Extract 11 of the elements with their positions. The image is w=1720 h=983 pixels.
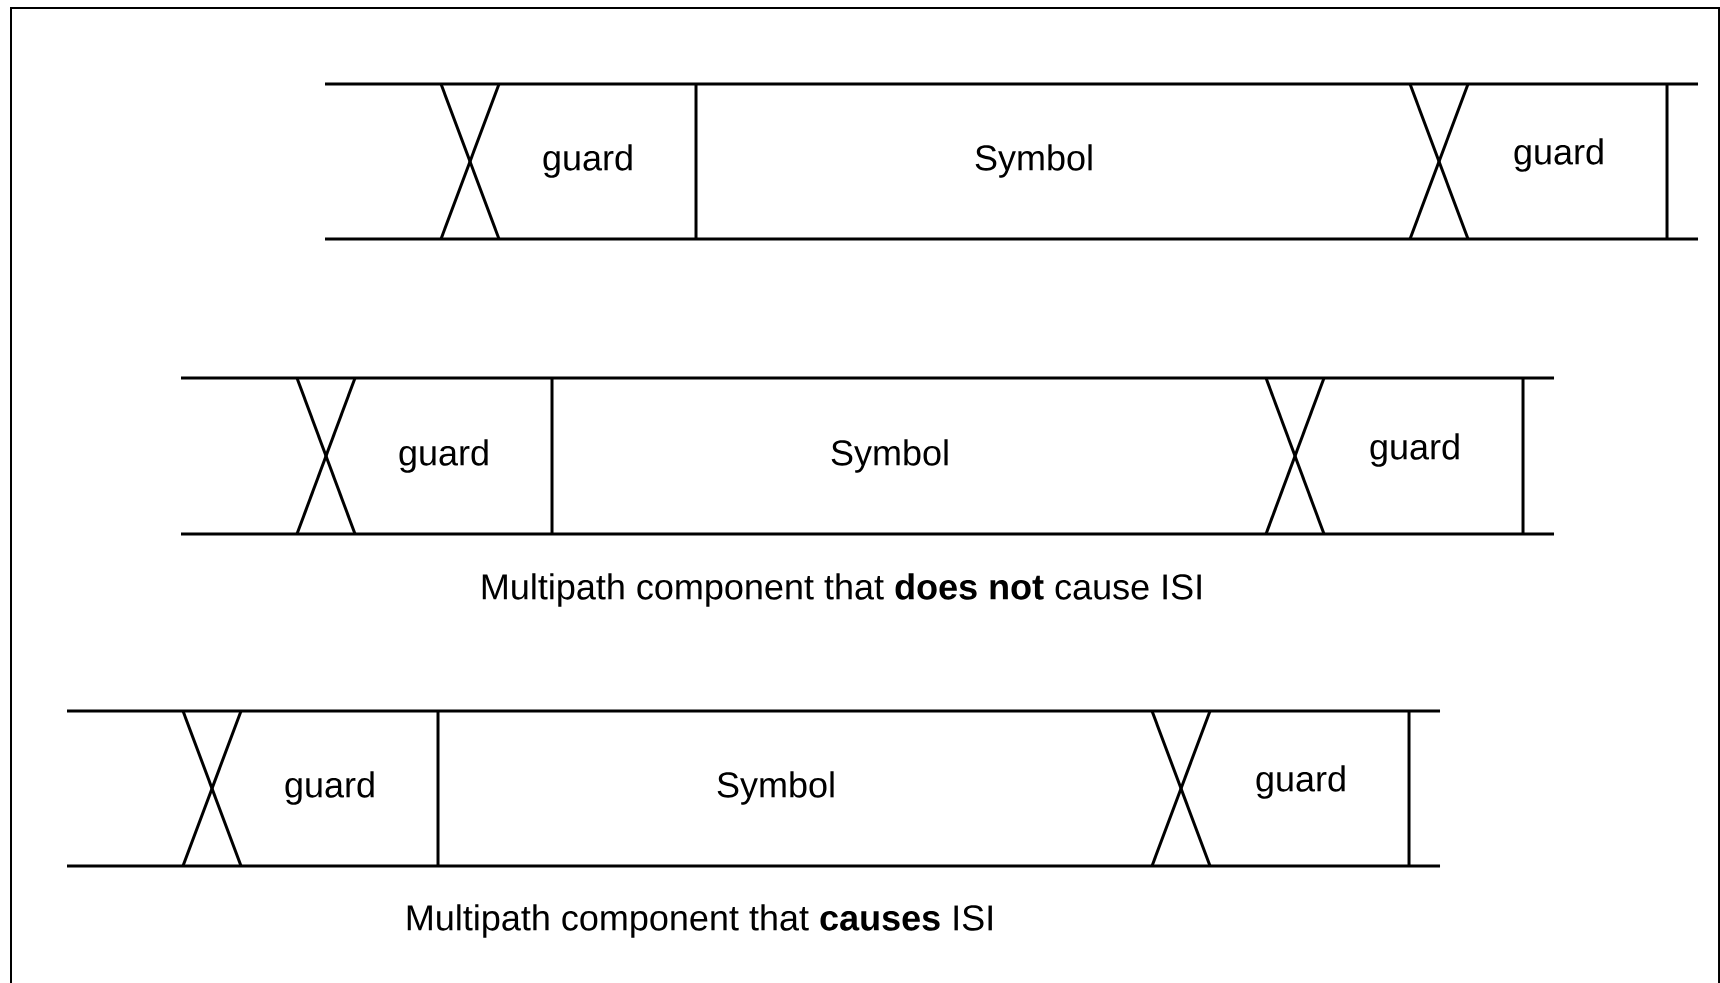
- segment-label: Symbol: [975, 144, 1092, 178]
- caption: Multipath component that does not cause ISI: [482, 573, 1201, 607]
- segment-label: Symbol: [717, 771, 834, 805]
- segment-label: guard: [1256, 765, 1345, 799]
- segment-label: Symbol: [831, 439, 948, 473]
- segment-label: guard: [399, 439, 488, 473]
- segment-label: guard: [1370, 433, 1459, 467]
- segment-label: guard: [1514, 138, 1603, 172]
- segment-label: guard: [543, 144, 632, 178]
- segment-label: guard: [285, 771, 374, 805]
- caption: Multipath component that causes ISI: [407, 904, 992, 938]
